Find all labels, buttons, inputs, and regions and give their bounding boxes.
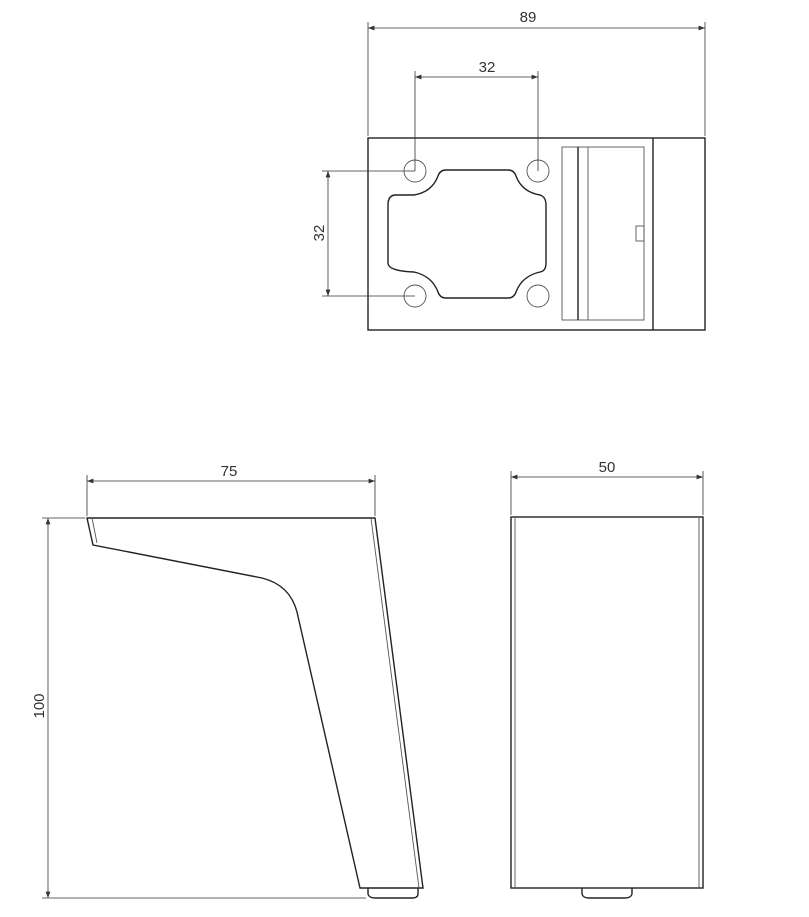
slot-rect — [561, 146, 645, 321]
top-view-outline — [367, 137, 706, 331]
dim-label-width: 50 — [599, 459, 616, 476]
dim-label-height: 100 — [31, 693, 48, 718]
side-view: 75 100 — [31, 463, 424, 899]
top-view: 89 32 32 — [311, 9, 706, 331]
front-view-outline — [510, 516, 704, 889]
slot-tab — [635, 225, 645, 242]
side-view-outline — [86, 517, 424, 889]
dim-label-overall-width: 89 — [520, 9, 537, 26]
front-view: 50 — [510, 459, 704, 899]
mounting-hole — [526, 284, 550, 308]
edge-line — [91, 517, 98, 544]
edge-line — [370, 517, 420, 889]
dim-label-hole-spacing-y: 32 — [311, 225, 328, 242]
center-cutout — [387, 169, 547, 299]
dim-label-hole-spacing-x: 32 — [479, 59, 496, 76]
foot-glide — [367, 888, 419, 899]
foot-glide — [581, 888, 633, 899]
dim-label-depth: 75 — [221, 463, 238, 480]
